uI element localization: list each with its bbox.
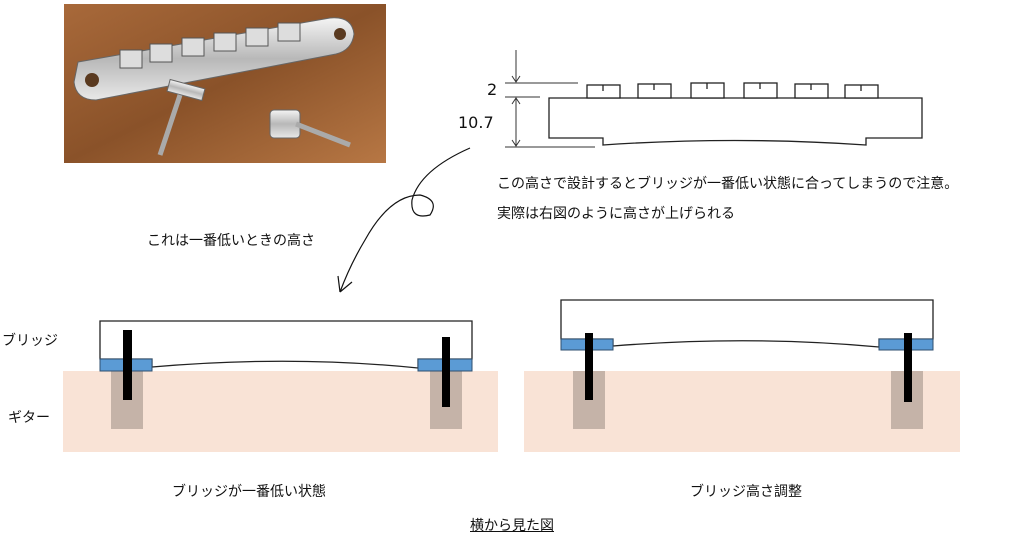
bridge-height-label: 10.7 [458,113,494,132]
lowest-height-note: これは一番低いときの高さ [147,233,315,249]
bridge-label: ブリッジ [2,333,58,349]
rod [904,333,912,402]
warning-note-line1: この高さで設計するとブリッジが一番低い状態に合ってしまうので注意。 [497,176,959,192]
right-caption: ブリッジ高さ調整 [690,484,802,500]
figure-title: 横から見た図 [470,518,554,534]
right-side-view [524,299,960,452]
warning-note-line2: 実際は右図のように高さが上げられる [497,206,735,222]
bridge-body [99,320,473,369]
top-bridge-drawing [548,82,923,146]
left-side-view [63,320,498,452]
pointer-arrow [337,147,471,293]
bridge-photo [64,4,386,163]
rod [585,333,593,400]
rod [442,337,450,407]
guitar-label: ギター [8,410,50,426]
dimension-lines [505,50,595,148]
bridge-body [560,299,934,348]
saddle-height-label: 2 [487,80,498,99]
left-caption: ブリッジが一番低い状態 [172,484,326,500]
rod [123,330,132,400]
